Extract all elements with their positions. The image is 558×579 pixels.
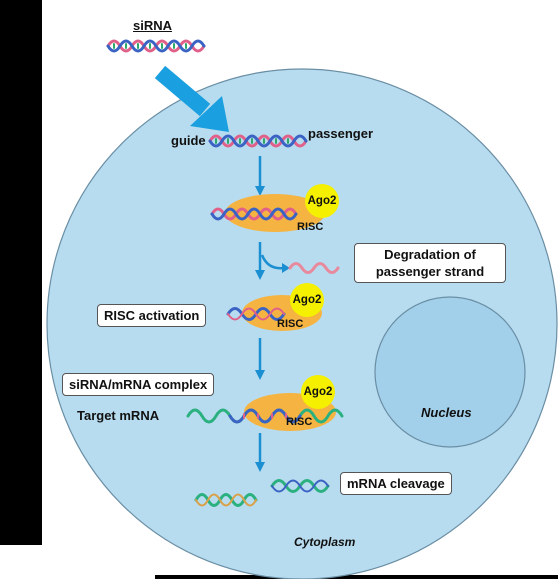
entry-arrow [154,65,229,132]
degradation-step-box: Degradation of passenger strand [354,243,506,283]
guide-passenger-duplex [208,134,308,148]
risc-1-duplex [210,207,298,221]
risc-label-1: RISC [297,221,324,233]
ago2-badge-3: Ago2 [301,375,335,409]
mrna-cleavage-step-box: mRNA cleavage [340,472,452,495]
ago2-badge-2: Ago2 [290,283,324,317]
sirna-mrna-complex-step-box: siRNA/mRNA complex [62,373,215,396]
risc-activation-step-box: RISC activation [97,304,207,327]
risc-complex-1 [225,194,325,232]
strands [106,39,344,507]
passenger-label: passenger [308,126,374,141]
cytoplasm-label: Cytoplasm [294,535,356,549]
risc-label-3: RISC [286,416,313,428]
sirna-duplex-top [106,39,206,53]
target-mrna-label: Target mRNA [77,408,160,423]
sirna-label: siRNA [133,18,173,33]
nucleus-label: Nucleus [421,405,472,420]
step-arrows [255,156,290,472]
risc-label-2: RISC [277,318,304,330]
guide-label: guide [171,133,206,148]
ago2-badge-1: Ago2 [305,184,339,218]
cleaved-fragment-right [270,479,330,493]
nucleus [374,296,526,448]
cleaved-fragment-left [194,493,258,507]
guide-strand-risc-2b [227,307,285,321]
bottom-rule [155,575,558,579]
target-mrna-strand [186,408,344,424]
degraded-passenger-strand [288,262,340,274]
